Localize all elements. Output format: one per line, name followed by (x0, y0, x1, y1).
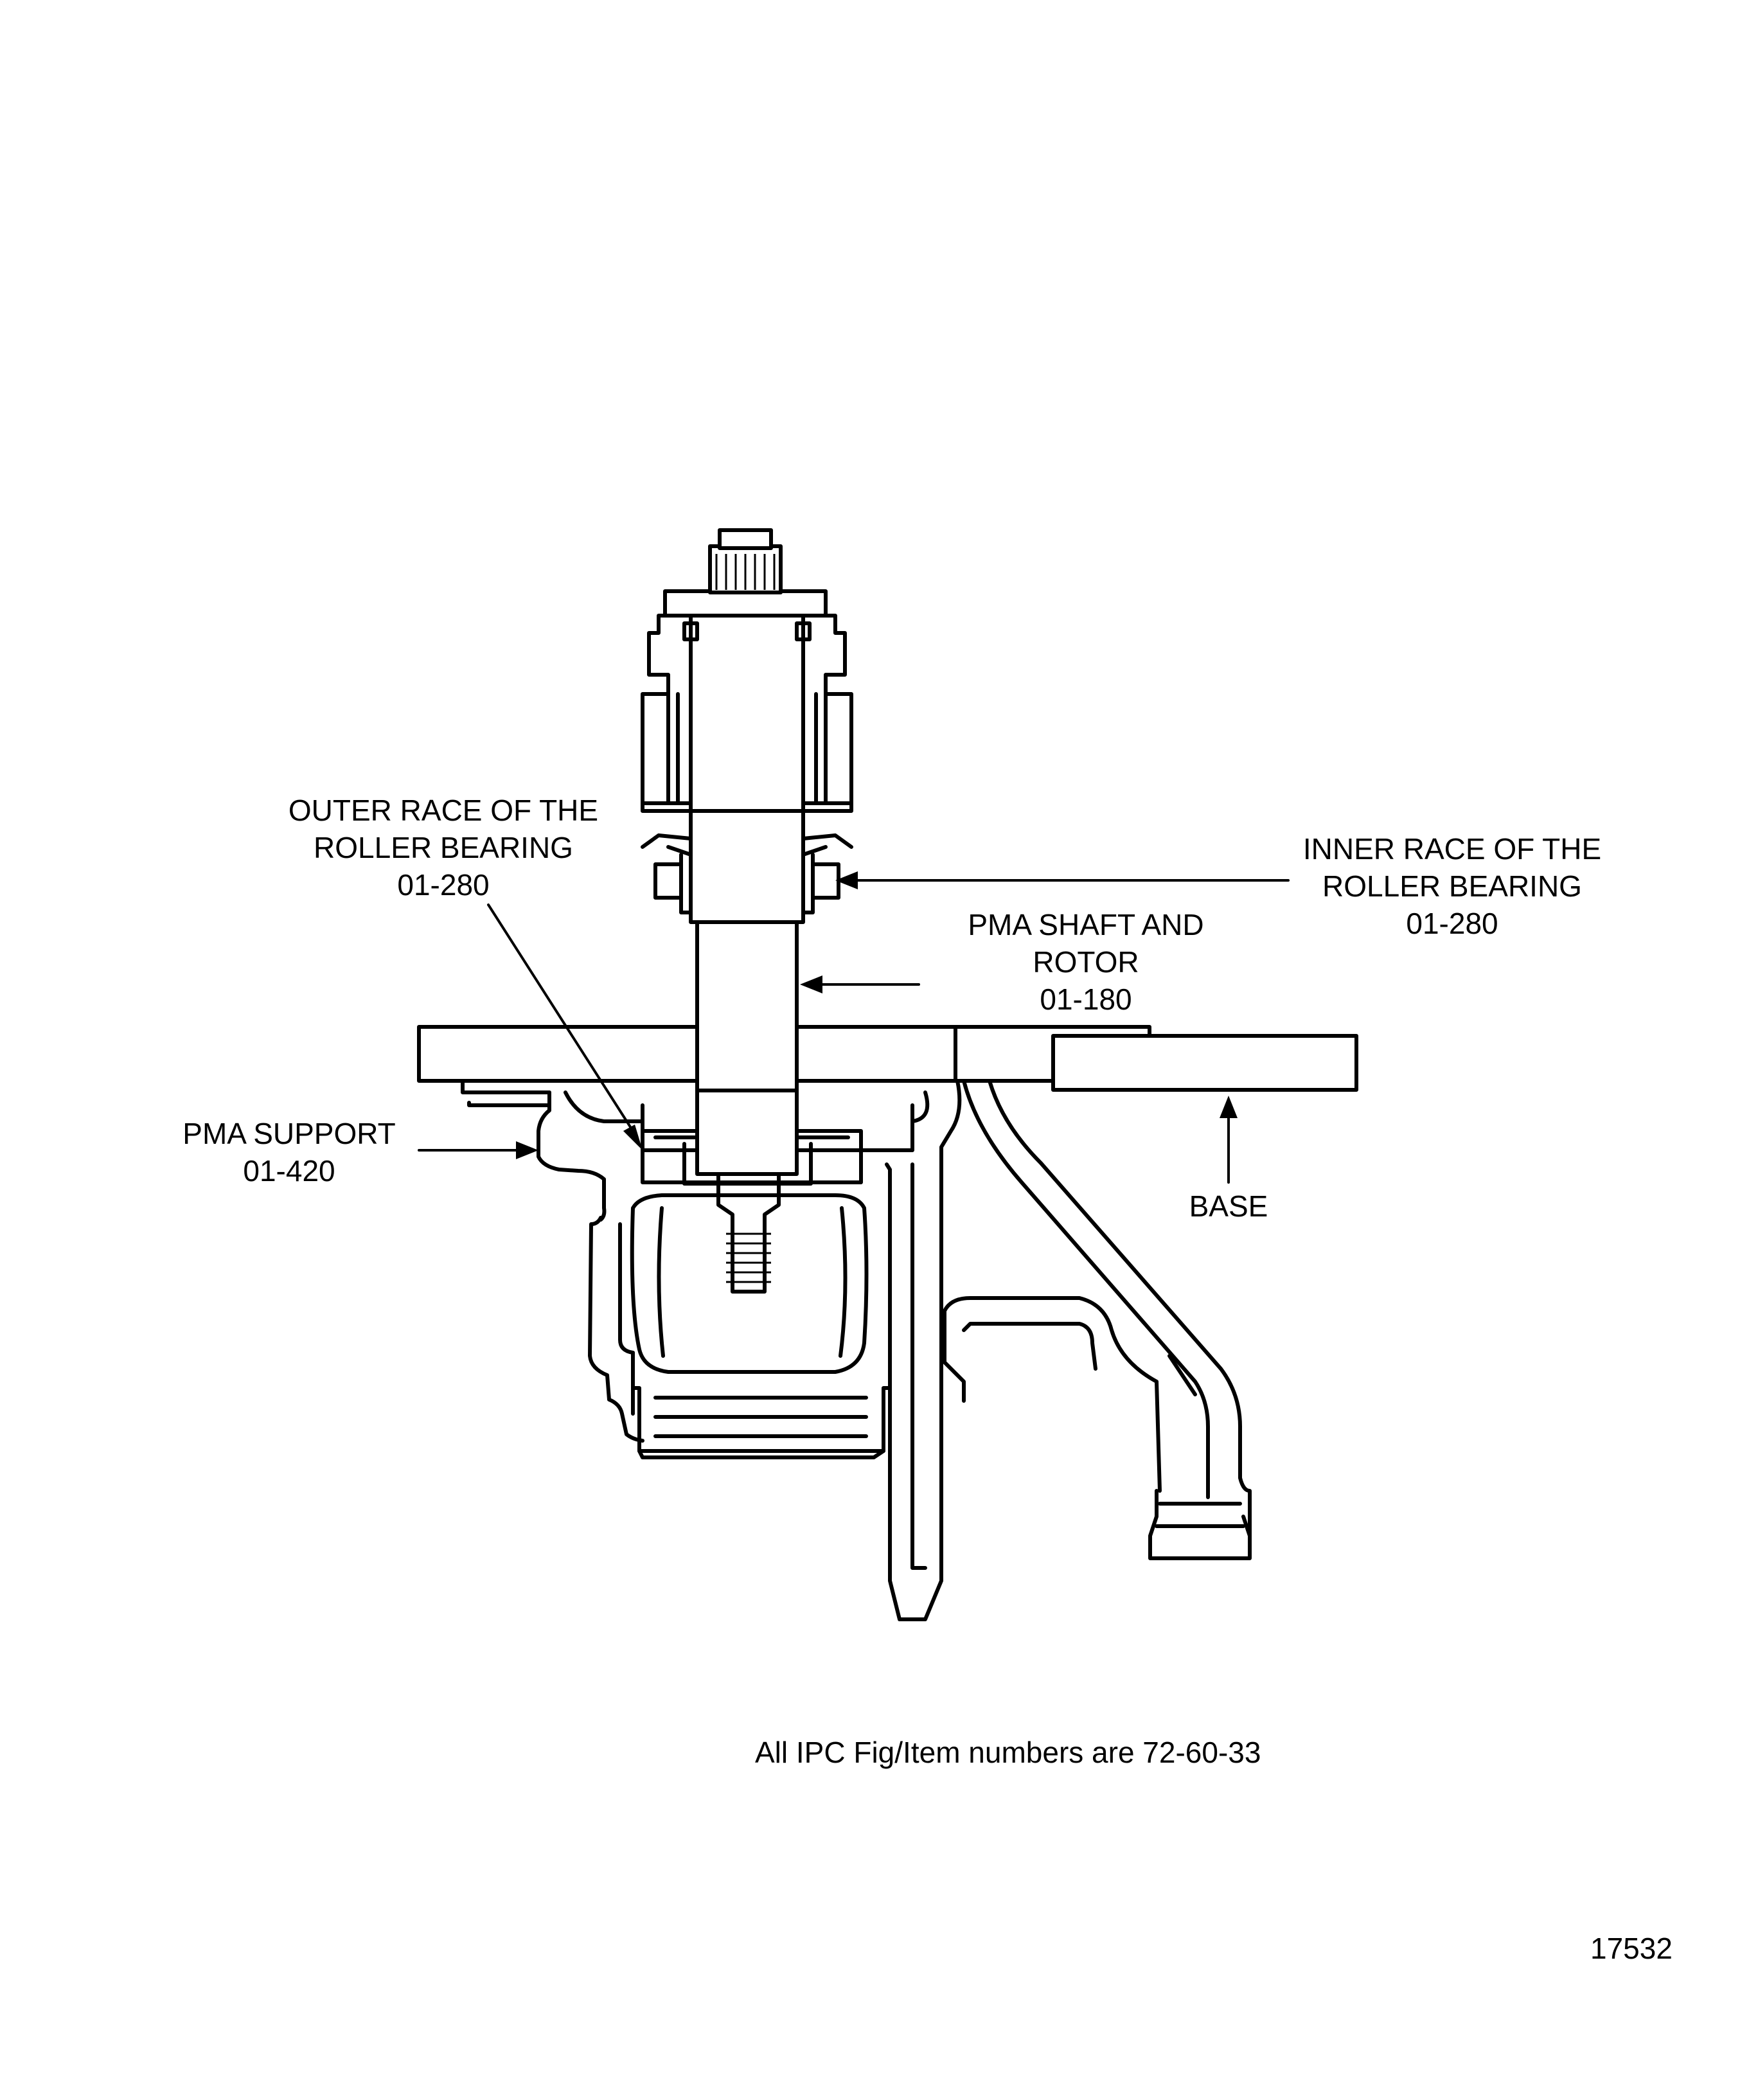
leader-base (1220, 1096, 1238, 1184)
base-line1: BASE (1189, 1189, 1268, 1223)
leader-outer-race (487, 903, 643, 1150)
outer-race-line3: 01-280 (397, 868, 490, 902)
leader-inner-race (835, 871, 1290, 889)
pma-support-housing (461, 1079, 930, 1459)
outer-race-line1: OUTER RACE OF THE (288, 794, 599, 827)
footnote: All IPC Fig/Item numbers are 72-60-33 (755, 1736, 1261, 1769)
roller-bearing (641, 833, 853, 914)
pma-shaft-label: PMA SHAFT AND ROTOR 01-180 (919, 906, 1253, 1018)
spline-teeth (715, 554, 776, 590)
pma-shaft-line1: PMA SHAFT AND (968, 908, 1204, 941)
base-label: BASE (1164, 1188, 1293, 1225)
upper-shaft-assembly (641, 528, 853, 924)
pma-shaft-line2: ROTOR (1033, 945, 1139, 979)
pma-support-line2: 01-420 (243, 1154, 335, 1188)
leader-pma-support (418, 1141, 538, 1159)
base-plate (417, 1025, 1358, 1092)
outer-race-line2: ROLLER BEARING (314, 831, 573, 864)
inner-race-label: INNER RACE OF THE ROLLER BEARING 01-280 (1279, 830, 1626, 942)
inner-race-line1: INNER RACE OF THE (1302, 832, 1602, 866)
pma-support-label: PMA SUPPORT 01-420 (148, 1115, 431, 1189)
leader-pma-shaft (800, 975, 920, 993)
figure-number: 17532 (1590, 1932, 1673, 1965)
stub-threads (726, 1232, 771, 1283)
pma-support-line1: PMA SUPPORT (182, 1117, 396, 1150)
inner-race-line2: ROLLER BEARING (1322, 869, 1582, 903)
outer-race-label: OUTER RACE OF THE ROLLER BEARING 01-280 (270, 792, 617, 903)
pma-shaft-line3: 01-180 (1040, 983, 1132, 1016)
inner-race-line3: 01-280 (1406, 907, 1498, 940)
pma-shaft-rotor (682, 920, 813, 1294)
support-leg (885, 1079, 1252, 1621)
